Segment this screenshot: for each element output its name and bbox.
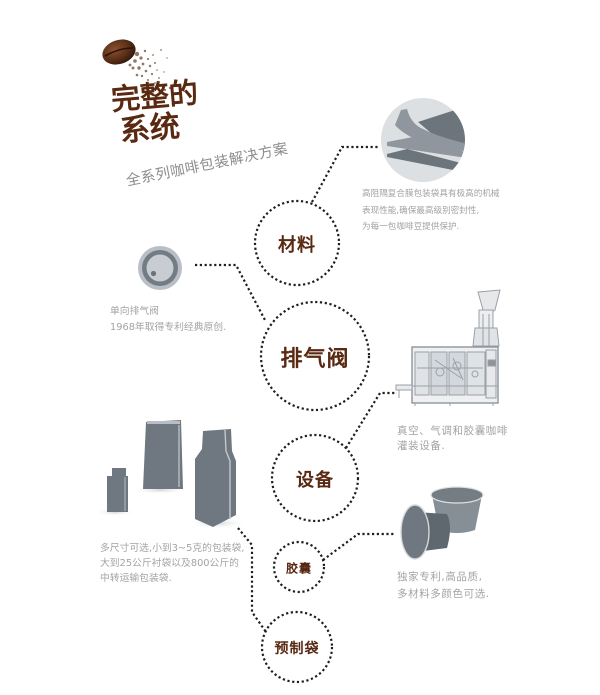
node-circle-bags bbox=[260, 610, 334, 684]
coffee-capsule-icon bbox=[400, 486, 484, 560]
description-line: 中转运输包装袋. bbox=[100, 573, 172, 584]
description-line: 表现性能,确保最高级别密封性, bbox=[362, 205, 480, 216]
node-label-capsule: 胶囊 bbox=[285, 561, 313, 576]
connector-bags bbox=[237, 527, 267, 633]
description-line: 单向排气阀 bbox=[110, 306, 159, 317]
node-circle-material bbox=[253, 199, 341, 287]
degassing-valve-icon bbox=[138, 246, 182, 290]
description-line: 独家专利,高品质, bbox=[397, 571, 483, 583]
capsule-description: 独家专利,高品质, 多材料多颜色可选. bbox=[397, 569, 490, 603]
valve-description: 单向排气阀 1968年取得专利经典原创. bbox=[110, 304, 226, 336]
description-line: 1968年取得专利经典原创. bbox=[110, 322, 227, 333]
coffee-bean-icon bbox=[102, 39, 176, 92]
description-line: 高阻隔复合膜包装袋具有极高的机械 bbox=[362, 189, 500, 199]
description-line: 为每一包咖啡豆提供保护. bbox=[362, 222, 460, 232]
node-circle-valve bbox=[259, 300, 371, 412]
equipment-description: 真空、气调和胶囊咖啡 灌装设备. bbox=[397, 424, 508, 454]
premade-bags-icon bbox=[95, 420, 247, 529]
node-label-valve: 排气阀 bbox=[280, 347, 350, 372]
laminated-film-icon bbox=[381, 98, 465, 182]
description-line: 灌装设备. bbox=[397, 440, 446, 452]
description-line: 多尺寸可选,小到3~5克的包装袋, bbox=[100, 543, 245, 554]
filling-machine-icon bbox=[395, 289, 501, 406]
description-line: 大到25公斤衬袋以及800公斤的 bbox=[100, 558, 239, 569]
node-circle-equipment bbox=[270, 433, 360, 523]
node-circle-capsule bbox=[272, 540, 326, 594]
node-label-material: 材料 bbox=[278, 235, 316, 256]
connector-equipment bbox=[345, 391, 397, 449]
node-label-equipment: 设备 bbox=[296, 470, 334, 491]
connector-capsule bbox=[322, 532, 396, 561]
connector-material bbox=[311, 145, 380, 203]
description-line: 真空、气调和胶囊咖啡 bbox=[397, 425, 508, 437]
node-label-bags: 预制袋 bbox=[274, 641, 320, 657]
material-description: 高阻隔复合膜包装袋具有极高的机械 表现性能,确保最高级别密封性, 为每一包咖啡豆… bbox=[362, 186, 500, 236]
description-line: 多材料多颜色可选. bbox=[397, 588, 490, 600]
bags-description: 多尺寸可选,小到3~5克的包装袋, 大到25公斤衬袋以及800公斤的 中转运输包… bbox=[100, 541, 244, 586]
